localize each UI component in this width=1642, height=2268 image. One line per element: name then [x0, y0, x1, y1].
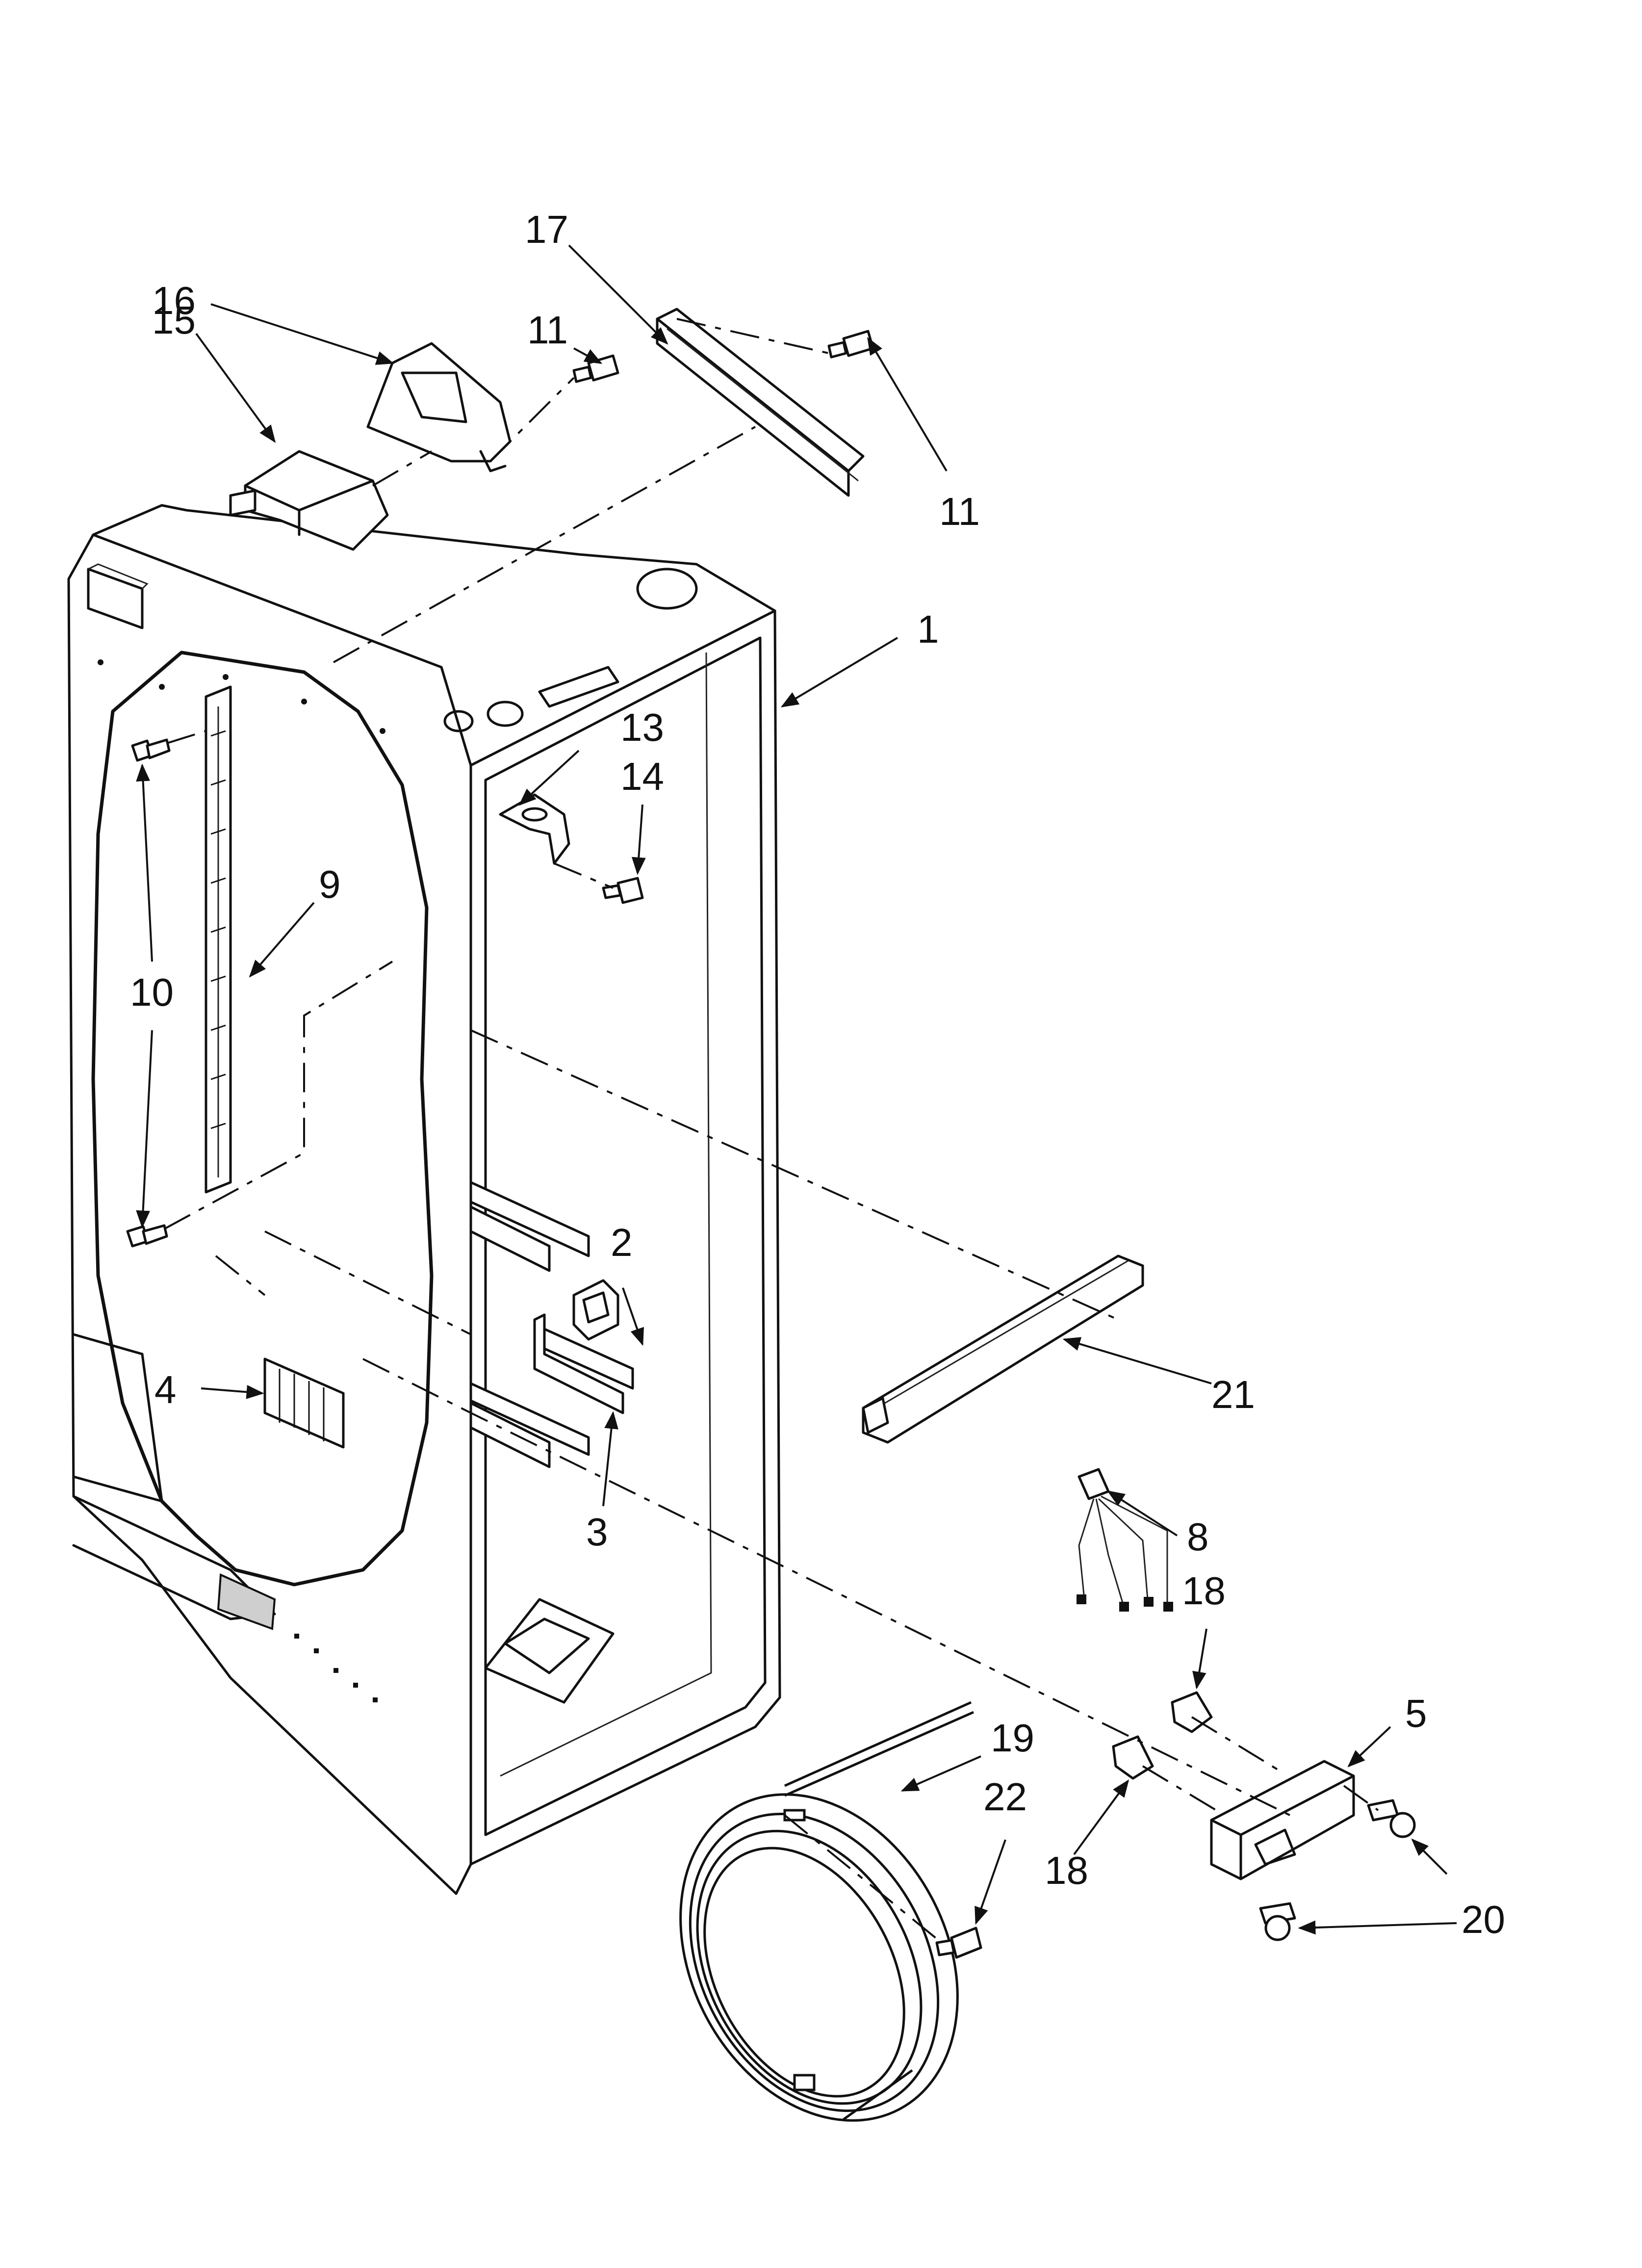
- callout-10: 10: [130, 970, 174, 1014]
- wiring-harness-loop: [91, 651, 434, 1587]
- bracket-3: [533, 1313, 624, 1414]
- bracket-13: [499, 793, 570, 865]
- screw-10-bottom: [126, 1224, 168, 1248]
- part-8-wire-harness: [1077, 1468, 1173, 1612]
- callout-17: 17: [525, 208, 568, 251]
- part-21-bracket: [862, 1254, 1144, 1444]
- screw-11-right: [827, 330, 874, 359]
- part-22-screw: [935, 1927, 982, 1959]
- shelf-rails: [469, 1181, 590, 1468]
- callout-22: 22: [983, 1775, 1027, 1819]
- callout-18-b: 18: [1045, 1849, 1088, 1892]
- callout-15: 15: [152, 298, 196, 342]
- screw-14: [602, 877, 644, 904]
- callout-2: 2: [611, 1221, 633, 1264]
- part-5-cover: [1210, 1760, 1355, 1880]
- callout-21: 21: [1211, 1373, 1255, 1416]
- callout-labels: 1 2 3 4 5 8 9 10 11 11 13 14 15 16 17 18…: [130, 208, 1505, 1941]
- screw-11-left: [572, 354, 619, 383]
- callout-5: 5: [1405, 1692, 1427, 1735]
- part-20-screw-lower: [1259, 1902, 1296, 1941]
- part-20-screw-upper: [1367, 1799, 1416, 1838]
- vertical-rail: [205, 685, 232, 1194]
- cabinet-liner: [67, 504, 781, 1895]
- callout-20: 20: [1462, 1898, 1505, 1941]
- callout-4: 4: [154, 1368, 177, 1411]
- callout-3: 3: [586, 1510, 608, 1554]
- callout-11-b: 11: [939, 490, 980, 533]
- callout-16: 16: [152, 279, 196, 322]
- screw-10-top: [131, 738, 171, 762]
- leader-lines: [136, 244, 1457, 1935]
- callout-13: 13: [620, 705, 664, 749]
- callout-1: 1: [917, 607, 939, 651]
- callout-19: 19: [991, 1716, 1034, 1760]
- callout-8: 8: [1187, 1515, 1209, 1559]
- alignment-lines: [164, 318, 1379, 1944]
- callout-18-a: 18: [1182, 1569, 1226, 1613]
- part-18-clip-lower: [1112, 1735, 1154, 1780]
- callout-14: 14: [620, 755, 664, 798]
- callout-11-a: 11: [527, 308, 568, 352]
- part-17-rail: [656, 308, 865, 497]
- part-15-housing: [229, 450, 389, 551]
- callout-9: 9: [319, 862, 341, 906]
